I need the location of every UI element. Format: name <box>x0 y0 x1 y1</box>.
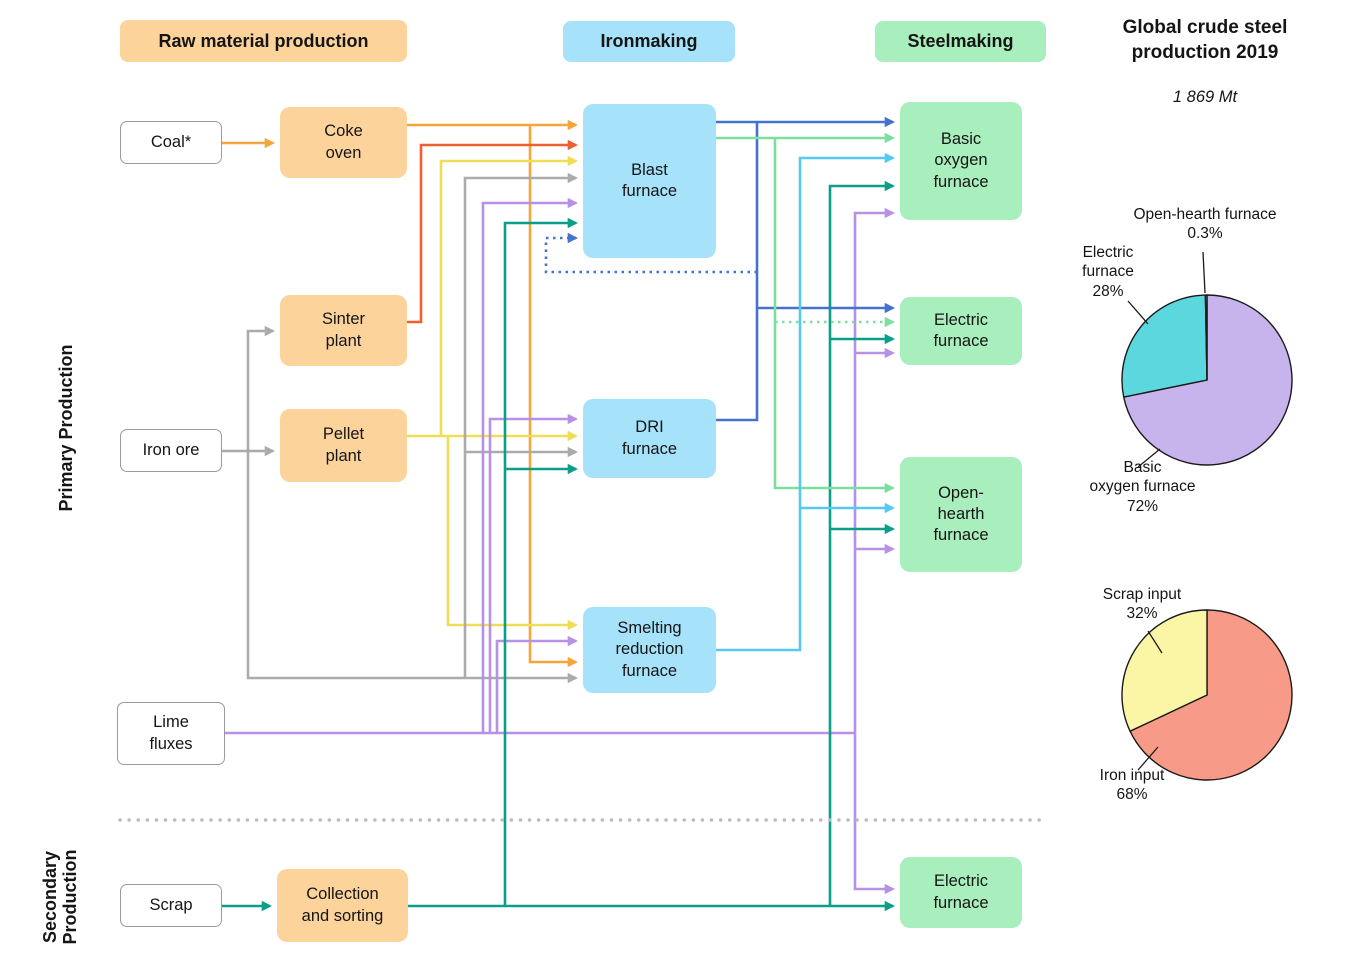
node-label-scrap: Scrap <box>149 895 193 914</box>
node-label-smelting-reduction-furnace: Smelting reduction furnace <box>615 619 684 680</box>
pie-pointer-line-scrap-input-32 <box>1147 630 1163 654</box>
flow-dri-to-blast-furnace <box>544 232 757 274</box>
label-primary-production: Primary Production <box>55 344 76 512</box>
node-label-iron-ore: Iron ore <box>142 440 200 459</box>
node-electric-furnace: Electric furnace <box>900 297 1022 365</box>
node-lime-fluxes: Lime fluxes <box>117 702 225 765</box>
node-label-pellet-plant: Pellet plant <box>322 425 365 465</box>
node-basic-oxygen-furnace: Basic oxygen furnace <box>900 102 1022 220</box>
node-smelting-reduction-furnace: Smelting reduction furnace <box>583 607 716 693</box>
node-blast-furnace: Blast furnace <box>583 104 716 258</box>
node-label-dri-furnace: DRI furnace <box>621 418 678 458</box>
header-ironmaking: Ironmaking <box>563 21 735 62</box>
pie-slice-iron-input <box>1129 609 1293 781</box>
pie-label-open-hearth-furnace-0-3: Open-hearth furnace 0.3% <box>1133 206 1277 243</box>
pie-pointer-line-basic-oxygen-furnace-72 <box>1137 448 1161 468</box>
node-label-lime-fluxes: Lime fluxes <box>149 713 193 753</box>
pie-pointer-line-electric-furnace-28 <box>1127 300 1149 325</box>
node-iron-ore: Iron ore <box>120 429 222 472</box>
node-pellet-plant: Pellet plant <box>280 409 407 482</box>
label-secondary-production: Secondary Production <box>39 849 80 945</box>
flow-pellet-to-smelting-reduction <box>446 436 579 631</box>
pie-section-title: Global crude steel production 2019 <box>1122 17 1288 63</box>
node-label-electric-furnace-secondary: Electric furnace <box>933 872 989 912</box>
pie-label-iron-input-68: Iron input 68% <box>1099 767 1165 804</box>
flow-lime-to-smelting-reduction <box>495 635 579 733</box>
pie-slice-open-hearth-furnace <box>1204 294 1208 381</box>
flow-sinter-to-blast-furnace <box>407 139 579 324</box>
node-electric-furnace-secondary: Electric furnace <box>900 857 1022 928</box>
flow-hot-metal-to-open-hearth-furnace <box>773 138 896 494</box>
node-label-sinter-plant: Sinter plant <box>321 310 366 350</box>
node-scrap: Scrap <box>120 884 222 927</box>
pie-section-total: 1 869 Mt <box>1172 88 1238 106</box>
pie-pointer-line-open-hearth-furnace-0-3 <box>1202 251 1206 294</box>
flow-iron-ore-to-sinter-plant <box>246 325 276 451</box>
flow-lime-to-basic-oxygen-furnace <box>853 207 896 733</box>
pie-label-basic-oxygen-furnace-72: Basic oxygen furnace 72% <box>1089 459 1196 515</box>
flow-pellet-to-blast-furnace <box>439 155 579 436</box>
node-label-electric-furnace: Electric furnace <box>933 310 989 350</box>
flow-coke-oven-to-smelting-reduction <box>528 125 579 668</box>
header-steelmaking: Steelmaking <box>875 21 1046 62</box>
pie-slice-scrap-input <box>1121 609 1208 732</box>
pie-label-electric-furnace-28: Electric furnace 28% <box>1082 244 1134 300</box>
node-label-basic-oxygen-furnace: Basic oxygen furnace <box>933 130 989 191</box>
node-label-coal: Coal* <box>150 132 192 151</box>
flow-lime-to-blast-furnace <box>481 197 579 733</box>
pie-pointer-line-iron-input-68 <box>1137 746 1159 771</box>
flow-lime-to-dri-furnace <box>488 413 579 733</box>
node-coal: Coal* <box>120 121 222 164</box>
node-label-open-hearth-furnace: Open- hearth furnace <box>933 483 989 545</box>
flow-lime-to-secondary-electric-furnace <box>853 733 896 895</box>
pie-label-scrap-input-32: Scrap input 32% <box>1102 586 1182 623</box>
node-dri-furnace: DRI furnace <box>583 399 716 478</box>
flow-dri-output-trunk <box>716 122 759 422</box>
node-label-collection-sorting: Collection and sorting <box>301 885 384 925</box>
node-collection-sorting: Collection and sorting <box>277 869 408 942</box>
flow-scrap-to-blast-furnace <box>503 217 579 906</box>
node-sinter-plant: Sinter plant <box>280 295 407 366</box>
flow-iron-ore-to-smelting-reduction <box>246 451 579 684</box>
node-coke-oven: Coke oven <box>280 107 407 178</box>
pie-slice-electric-furnace <box>1121 294 1208 398</box>
flow-iron-ore-to-blast-furnace <box>463 172 579 678</box>
pie-slice-basic-oxygen-furnace <box>1123 294 1293 466</box>
flow-smelting-to-basic-oxygen-furnace <box>716 152 896 652</box>
flow-scrap-to-basic-oxygen-furnace <box>828 180 896 906</box>
node-label-coke-oven: Coke oven <box>324 122 363 162</box>
node-label-blast-furnace: Blast furnace <box>621 160 678 200</box>
node-open-hearth-furnace: Open- hearth furnace <box>900 457 1022 572</box>
header-raw-material-production: Raw material production <box>120 20 407 62</box>
